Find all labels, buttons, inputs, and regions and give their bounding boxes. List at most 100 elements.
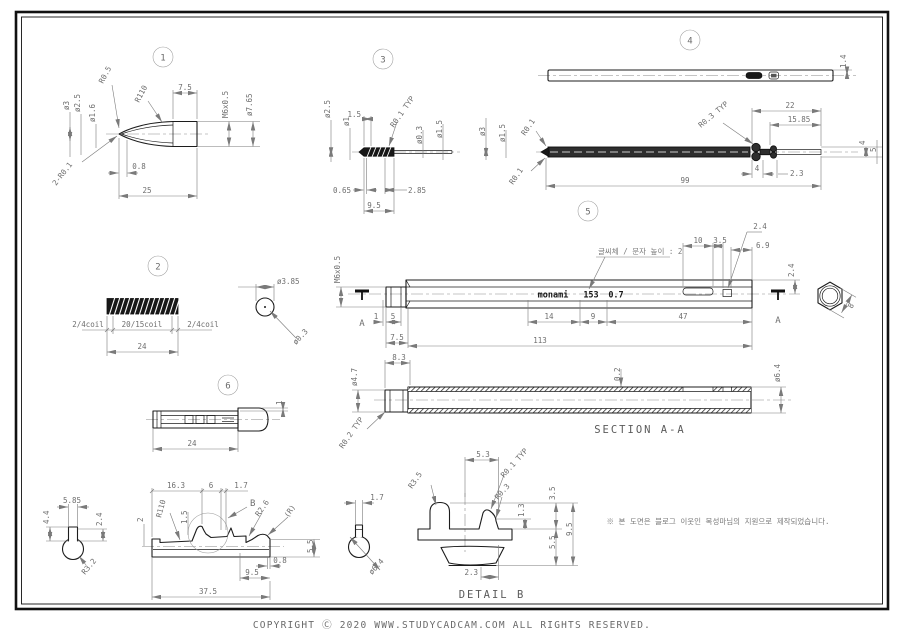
dim-clipend-44: 4.4	[42, 510, 51, 524]
clip-profile-view: 16.3 6 1.7 R110 1.5 2 B R2.6 (R) 5.5 0.8…	[136, 481, 320, 600]
dim-db-r01: R0.1 TYP	[499, 446, 530, 479]
brand-name: monami	[538, 290, 569, 301]
dim-p1-d765: ø7.65	[245, 93, 254, 116]
dim-db-23: 2.3	[464, 568, 478, 577]
dim-db-r35: R3.5	[406, 470, 424, 490]
balloon-5: 5	[585, 208, 590, 218]
dim-p2-coil-right: 2/4coil	[187, 320, 219, 329]
balloon-1: 1	[160, 54, 165, 64]
clip-end-view: 5.85 4.4 2.4 R3.2	[42, 496, 107, 576]
dim-p5-24-leader: 2.4	[753, 222, 767, 231]
dim-p2-24: 24	[137, 342, 147, 351]
dim-clip-r26: R2.6	[253, 498, 271, 518]
dim-db-55: 5.5	[548, 535, 557, 549]
dim-p1-d16: ø1.6	[88, 103, 97, 122]
dim-p5-9: 9	[591, 312, 596, 321]
dim-p4-d3: ø3	[478, 127, 487, 136]
ring-end-view: 1.7 ø6.4	[344, 493, 386, 576]
spring-coil-lines	[108, 296, 181, 317]
dim-clip-2: 2	[136, 517, 145, 522]
dim-p4-d15: ø1.5	[498, 124, 507, 142]
dim-p5-h24: 2.4	[787, 263, 796, 277]
dim-p5-hex8: 8	[846, 301, 856, 310]
dim-clip-163: 16.3	[167, 481, 185, 490]
dim-p4-22: 22	[785, 101, 794, 110]
sheet-border	[14, 10, 890, 611]
section-title: SECTION A-A	[594, 424, 686, 436]
dim-clip-55: 5.5	[306, 539, 315, 553]
dim-p3-065: 0.65	[333, 186, 351, 195]
dim-clip-6: 6	[209, 481, 214, 490]
dim-p5-1: 1	[374, 312, 379, 321]
dim-sec-r02: R0.2 TYP	[337, 415, 365, 450]
dim-p4-r01-bottom: R0.1	[507, 166, 525, 186]
dim-clip-375: 37.5	[199, 587, 217, 596]
part-balloons: 1 2 3 4 5 6	[147, 29, 701, 396]
dim-db-13: 1.3	[517, 503, 526, 517]
dim-p1-25: 25	[142, 186, 151, 195]
section-aa-view: ø4.7 8.3 R0.2 TYP 0.2 ø6.4 SECTION A-A	[337, 353, 792, 450]
dim-p4-4b: 4	[755, 164, 760, 173]
font-note-label: 글씨체 / 문자 높이 : 2	[598, 246, 682, 256]
detail-b-view: 5.3 R3.5 R0.1 TYP R0.3 3.5 1.3 9.5 5.5 2…	[406, 446, 578, 601]
dim-p2-coil-mid: 20/15coil	[122, 320, 163, 329]
part1-tip-view: ø3 ø2.5 ø1.6 R0.5 R110 7.5 M6x0.5 ø7.65 …	[50, 65, 260, 199]
dim-p5-47: 47	[678, 312, 687, 321]
dim-p5-69: 6.9	[756, 241, 770, 250]
dim-p1-r110: R110	[133, 83, 150, 104]
dim-db-53: 5.3	[476, 450, 490, 459]
dim-clip-08: 0.8	[273, 556, 287, 565]
dim-p1-d3: ø3	[62, 101, 71, 110]
dim-p5-5: 5	[391, 312, 396, 321]
dim-p6-24: 24	[187, 439, 197, 448]
dim-p4-23: 2.3	[790, 169, 804, 178]
dim-sec-d64: ø6.4	[773, 363, 782, 382]
dim-clipend-24: 2.4	[95, 512, 104, 526]
dim-p4-h4: 4	[858, 140, 867, 145]
dim-p1-2r01: 2-R0.1	[50, 160, 74, 187]
dim-clip-95: 9.5	[245, 568, 259, 577]
dim-p3-d25: ø2.5	[323, 100, 332, 118]
dim-p4-r03: R0.3 TYP	[697, 99, 731, 129]
dim-p5-75: 7.5	[390, 333, 404, 342]
balloon-6: 6	[225, 382, 230, 392]
dim-p5-113: 113	[533, 336, 547, 345]
dim-ring-d64: ø6.4	[367, 557, 386, 577]
balloon-2: 2	[155, 263, 160, 273]
dim-sec-83: 8.3	[392, 353, 406, 362]
dim-p3-285: 2.85	[408, 186, 426, 195]
dim-p5-35: 3.5	[713, 236, 727, 245]
copyright-footer: COPYRIGHT Ⓒ 2020 WWW.STUDYCADCAM.COM ALL…	[253, 620, 651, 631]
dim-clip-r: (R)	[282, 503, 297, 519]
drawing-note: ※ 본 도면은 블로그 이웃인 목성마님의 지원으로 제작되었습니다.	[606, 516, 829, 526]
dim-p1-r05: R0.5	[97, 65, 113, 85]
detail-title: DETAIL B	[459, 589, 526, 601]
dim-sec-d47: ø4.7	[350, 368, 359, 386]
dim-db-35: 3.5	[548, 486, 557, 500]
dim-p4-14: 1.4	[839, 54, 848, 68]
part6-view: 24 1	[146, 400, 288, 452]
part2-spring-view: 2/4coil 20/15coil 2/4coil 24 ø3.85 ø0.3	[72, 277, 310, 356]
part4-lead-view: ø3 ø1.5 R0.1 R0.1 R0.3 TYP 22 15.85 99 4…	[478, 99, 882, 190]
dim-p4-1585: 15.85	[788, 115, 811, 124]
dim-p2-d03: ø0.3	[291, 327, 310, 346]
dim-p1-75: 7.5	[178, 83, 192, 92]
balloon-4: 4	[687, 37, 692, 47]
dim-clip-15: 1.5	[180, 510, 189, 524]
dim-p5-10: 10	[693, 236, 703, 245]
balloon-3: 3	[380, 56, 385, 66]
part3-pin-view: ø2.5 ø1 1.5 R0.1 TYP ø0.3 ø1.5 0.65 2.85…	[323, 94, 460, 214]
dim-clip-r110: R110	[154, 498, 167, 518]
dim-p1-08: 0.8	[132, 162, 146, 171]
dim-ring-17: 1.7	[370, 493, 384, 502]
dim-p4-99: 99	[680, 176, 689, 185]
brand-number: 153	[583, 291, 598, 301]
dim-p2-d385: ø3.85	[277, 277, 300, 286]
dim-clipend-585: 5.85	[63, 496, 81, 505]
part5-hex-end-view: 8	[817, 281, 856, 319]
dim-db-r03: R0.3	[493, 482, 512, 501]
dim-p6-1: 1	[275, 400, 284, 405]
dim-p4-h5: 5	[869, 147, 878, 152]
